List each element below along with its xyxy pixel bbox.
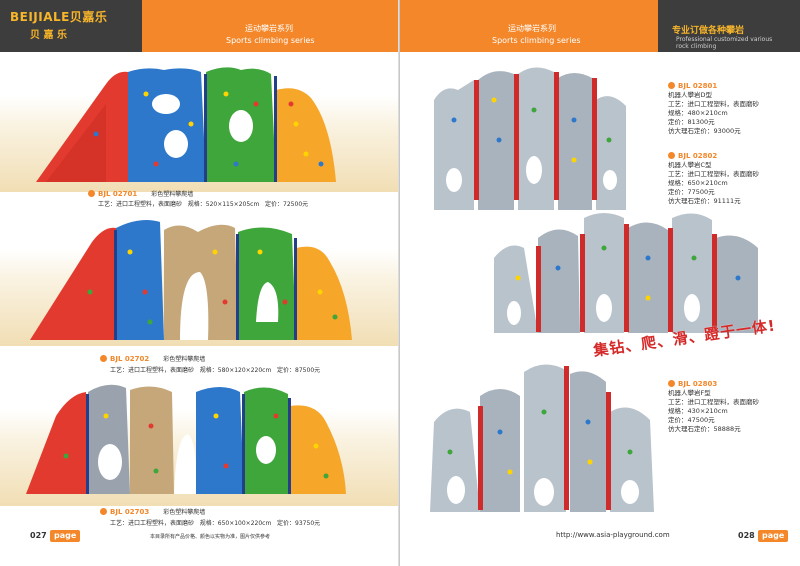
robot-d-name: 机器人攀岩D型 xyxy=(668,91,713,99)
product-1-craft: 工艺：进口工程塑料，表面磨砂 xyxy=(98,201,183,208)
robot-f-craft: 工艺：进口工程塑料，表面磨砂 xyxy=(668,398,759,406)
product-1-code: BJL 02701 xyxy=(98,190,138,198)
left-page: BEIJIALE贝嘉乐 贝 嘉 乐 运动攀岩系列 Sports climbing… xyxy=(0,0,400,542)
robot-d-wall-image xyxy=(434,67,626,210)
robot-f-wall-image xyxy=(430,364,654,512)
product-1-size: 规格：520×115×205cm xyxy=(187,201,260,208)
left-header-bar: 运动攀岩系列 Sports climbing series xyxy=(142,0,400,52)
product-2-price: 定价：87500元 xyxy=(277,367,321,374)
robot-f-price: 定价：47500元 xyxy=(668,416,715,424)
website-url: http://www.asia-playground.com xyxy=(556,531,670,539)
robot-c-name: 机器人攀岩C型 xyxy=(668,161,712,169)
product-3-price: 定价：93750元 xyxy=(277,520,321,527)
product-2-code: BJL 02702 xyxy=(110,355,150,363)
product-3-name: 彩色塑料攀爬墙 xyxy=(163,509,206,516)
robot-c-wall-image xyxy=(494,213,758,333)
slogan-en: Professional customized various rock cli… xyxy=(676,36,773,50)
right-page-badge: page xyxy=(758,530,789,542)
robot-d-specs: BJL 02801 机器人攀岩D型 工艺：进口工程塑料，表面磨砂 规格：480×… xyxy=(668,82,759,136)
left-page-number: 027 xyxy=(30,531,47,540)
product-3-craft: 工艺：进口工程塑料，表面磨砂 xyxy=(110,520,195,527)
product-3-caption: BJL 02703 彩色塑料攀爬墙 xyxy=(100,507,205,516)
right-series-title-cn: 运动攀岩系列 xyxy=(508,24,556,33)
robot-f-stone-price: 仿大理石定价：58888元 xyxy=(668,425,741,433)
product-2-specs: 工艺：进口工程塑料，表面磨砂 规格：580×120×220cm 定价：87500… xyxy=(110,365,320,374)
product-1-caption: BJL 02701 彩色塑料攀爬墙 xyxy=(88,189,193,198)
product-3-wall-image xyxy=(26,384,346,494)
right-header-bar: 运动攀岩系列 Sports climbing series xyxy=(400,0,658,52)
product-3-size: 规格：650×100×220cm xyxy=(199,520,272,527)
robot-d-price: 定价：81300元 xyxy=(668,118,715,126)
product-3-code: BJL 02703 xyxy=(110,508,150,516)
robot-f-specs: BJL 02803 机器人攀岩F型 工艺：进口工程塑料，表面磨砂 规格：430×… xyxy=(668,380,759,434)
robot-d-craft: 工艺：进口工程塑料，表面磨砂 xyxy=(668,100,759,108)
left-series-title-en: Sports climbing series xyxy=(226,36,315,45)
robot-f-code: BJL 02803 xyxy=(678,380,718,388)
robot-d-stone-price: 仿大理石定价：93000元 xyxy=(668,127,741,135)
robot-c-stone-price: 仿大理石定价：91111元 xyxy=(668,197,741,205)
robot-f-name: 机器人攀岩F型 xyxy=(668,389,711,397)
product-2-size: 规格：580×120×220cm xyxy=(199,367,272,374)
catalog-note: 本目录所有产品价格、颜色以实物为准，图片仅供参考 xyxy=(150,534,271,540)
robot-f-size: 规格：430×210cm xyxy=(668,407,728,415)
product-code-icon xyxy=(88,190,95,197)
brand-logo: BEIJIALE贝嘉乐 xyxy=(10,10,108,24)
right-page-number: 028 xyxy=(738,531,755,540)
product-2-name: 彩色塑料攀爬墙 xyxy=(163,356,206,363)
product-1-specs: 工艺：进口工程塑料，表面磨砂 规格：520×115×205cm 定价：72500… xyxy=(98,199,308,208)
left-series-title-cn: 运动攀岩系列 xyxy=(245,24,293,33)
robot-c-specs: BJL 02802 机器人攀岩C型 工艺：进口工程塑料，表面磨砂 规格：650×… xyxy=(668,152,759,206)
product-1-wall-image xyxy=(36,67,336,182)
robot-c-size: 规格：650×210cm xyxy=(668,179,728,187)
brand-logo-sub: 贝 嘉 乐 xyxy=(30,30,67,41)
robot-c-craft: 工艺：进口工程塑料，表面磨砂 xyxy=(668,170,759,178)
product-code-icon xyxy=(668,152,675,159)
robot-c-price: 定价：77500元 xyxy=(668,188,715,196)
product-code-icon xyxy=(100,508,107,515)
product-code-icon xyxy=(668,380,675,387)
slogan-cn: 专业订做各种攀岩 xyxy=(672,26,745,36)
robot-d-code: BJL 02801 xyxy=(678,82,718,90)
product-code-icon xyxy=(100,355,107,362)
product-3-specs: 工艺：进口工程塑料，表面磨砂 规格：650×100×220cm 定价：93750… xyxy=(110,518,320,527)
right-page: 运动攀岩系列 Sports climbing series 专业订做各种攀岩 P… xyxy=(400,0,800,566)
left-page-badge: page xyxy=(50,530,81,542)
product-2-craft: 工艺：进口工程塑料，表面磨砂 xyxy=(110,367,195,374)
slogan-bar: 专业订做各种攀岩 Professional customized various… xyxy=(658,0,800,52)
product-2-caption: BJL 02702 彩色塑料攀爬墙 xyxy=(100,354,205,363)
robot-c-code: BJL 02802 xyxy=(678,152,718,160)
robot-d-size: 规格：480×210cm xyxy=(668,109,728,117)
product-code-icon xyxy=(668,82,675,89)
product-1-price: 定价：72500元 xyxy=(265,201,309,208)
right-series-title-en: Sports climbing series xyxy=(492,36,581,45)
product-2-wall-image xyxy=(30,220,352,340)
product-1-name: 彩色塑料攀爬墙 xyxy=(151,191,194,198)
logo-bar: BEIJIALE贝嘉乐 贝 嘉 乐 xyxy=(0,0,142,52)
